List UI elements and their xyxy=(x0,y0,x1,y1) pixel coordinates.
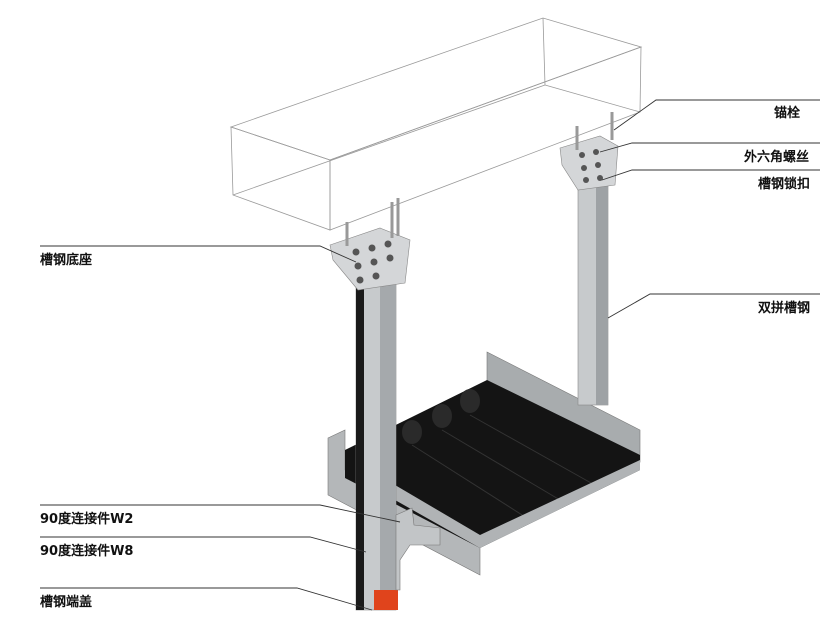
right-double-channel xyxy=(559,112,619,406)
end-cap xyxy=(374,590,398,610)
label-connector-w2: 90度连接件W2 xyxy=(40,512,134,527)
connector-bracket xyxy=(395,507,441,591)
cable-tray xyxy=(345,380,640,548)
duct-wireframe xyxy=(229,17,643,231)
left-channel-post xyxy=(329,198,441,611)
label-channel-lock: 槽钢锁扣 xyxy=(758,177,811,192)
label-channel-end-cap: 槽钢端盖 xyxy=(40,595,93,610)
leader-lines xyxy=(40,99,820,611)
label-hex-screw: 外六角螺丝 xyxy=(744,150,810,165)
label-double-channel: 双拼槽钢 xyxy=(758,301,811,316)
label-anchor-bolt: 锚栓 xyxy=(774,106,801,121)
label-connector-w8: 90度连接件W8 xyxy=(40,544,134,559)
label-channel-base: 槽钢底座 xyxy=(40,253,93,268)
